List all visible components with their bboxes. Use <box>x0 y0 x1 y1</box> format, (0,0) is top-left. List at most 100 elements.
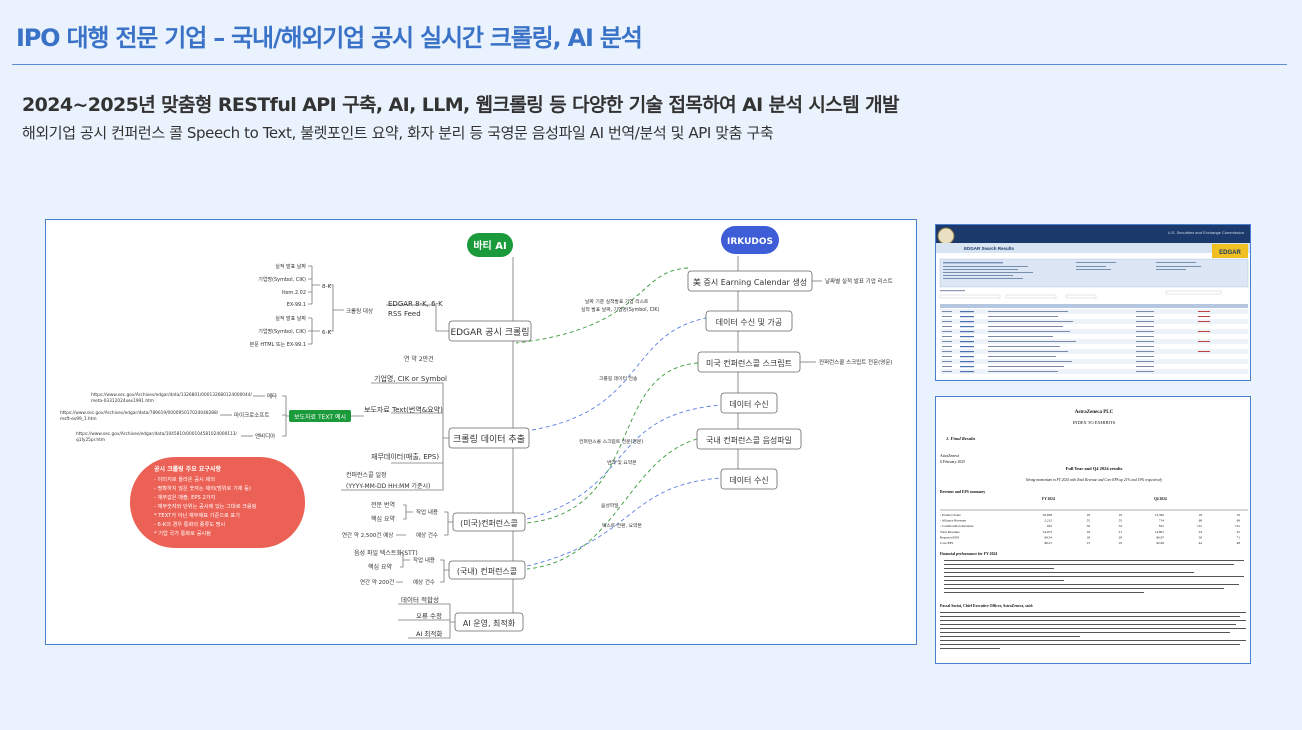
report-row-cell: 50,938 <box>1043 513 1053 518</box>
report-row-cell: 18 <box>1199 513 1203 517</box>
tag-6k: 6-K <box>322 330 331 336</box>
req-1: - 이미지로 올라온 공시 제외 <box>154 475 215 483</box>
report-row-cell: 923 <box>1047 524 1052 528</box>
req-3: - 재무값은 매출, EPS 2가지 <box>154 493 216 501</box>
root-right-label: IRKUDOS <box>727 237 773 247</box>
report-row-cell: 18 <box>1087 535 1091 539</box>
report-results-title: Full Year and Q4 2024 results <box>1066 466 1123 471</box>
report-ceo-title: Pascal Soriot, Chief Executive Officer, … <box>940 604 1033 608</box>
group2-bracket <box>308 317 320 345</box>
edgar-search-screenshot: U.S. Securities and Exchange Commission … <box>935 224 1251 381</box>
ai-item-0: 데이터 적합성 <box>401 595 439 604</box>
req-2: - 명확하지 않은 숫자는 제외(범위로 기재 등) <box>154 484 251 492</box>
report-row-label: Total Revenue <box>940 530 960 534</box>
report-row-cell: 14,891 <box>1155 530 1165 535</box>
ai-item-1: 오류 수정 <box>416 611 442 620</box>
root-left-label: 바티 AI <box>473 239 506 252</box>
report-row-cell: 54,073 <box>1043 530 1053 535</box>
report-results-sub: Strong momentum in FY 2024 with Total Re… <box>1026 478 1163 482</box>
report-row-cell: 19 <box>1119 541 1123 545</box>
report-row-cell: 56 <box>1087 524 1091 528</box>
us-conf-bracket <box>444 511 453 536</box>
r2-node <box>705 310 793 332</box>
crawl-target-label: 크롤링 대상 <box>346 307 373 315</box>
edgar-feed-link <box>386 304 449 332</box>
flow-f2-label: 크롤링 데이터 전송 <box>599 375 638 382</box>
r6-label: 데이터 수신 <box>729 475 768 485</box>
req-6: - 6-K의 경우 통화의 종류도 명시 <box>154 521 225 528</box>
crawl-data-label: 크롤링 데이터 추출 <box>453 433 525 445</box>
report-row-cell: 21 <box>1119 530 1123 534</box>
crawl-item-1: 보도자료 Text(번역&요약) <box>364 405 443 414</box>
report-row-cell: $4.54 <box>1044 535 1052 539</box>
report-row-cell: 56 <box>1199 535 1203 539</box>
mindmap-diagram: 바티 AI IRKUDOS EDGAR 공시 크롤링 EDGAR 8-K, 6-… <box>45 219 917 645</box>
us-work-bracket <box>396 504 413 536</box>
report-col-q4: Q4 2024 <box>1154 497 1167 501</box>
kr-conf-label: (국내) 컨퍼런스콜 <box>457 566 517 576</box>
req-7: * 기업 국가 통화로 공시됨 <box>154 529 211 537</box>
report-row-cell: 13 <box>1087 541 1091 545</box>
kr-item-0: 음성 파일 텍스트화(STT) <box>354 549 418 557</box>
report-row-cell: 54 <box>1119 524 1123 528</box>
report-row-label: Core EPS <box>940 541 953 545</box>
report-row-cell: 68 <box>1199 519 1203 523</box>
ai-item-2: AI 최적화 <box>416 629 442 638</box>
report-row-cell: $8.21 <box>1044 541 1052 545</box>
mindmap-svg: 바티 AI IRKUDOS EDGAR 공시 크롤링 EDGAR 8-K, 6-… <box>60 226 893 639</box>
example-url-1b: msft-ex99_1.htm <box>60 416 97 422</box>
flow-f5 <box>526 438 698 570</box>
requirements-bubble <box>130 457 305 548</box>
us-work-label: 작업 내용 <box>416 508 438 516</box>
edgar-feed-line1: EDGAR 8-K, 6-K <box>388 300 443 308</box>
report-row-cell: 55 <box>1119 519 1123 523</box>
req-5: * TEXT가 아닌 재무제표 기준으로 표기 <box>154 511 240 519</box>
edgar-feed-line2: RSS Feed <box>388 310 421 318</box>
kr-work-label: 작업 내용 <box>413 556 435 564</box>
example-name-0: 메타 <box>267 392 277 400</box>
example-url-1a: https://www.sec.gov/Archives/edgar/data/… <box>60 410 219 416</box>
us-expect-label: 예상 건수 <box>416 531 438 539</box>
r3-label: 미국 컨퍼런스콜 스크립트 <box>706 358 792 368</box>
us-volume: 연간 약 2,500건 예상 <box>342 531 393 539</box>
report-row-cell: 55 <box>1087 519 1091 523</box>
flow-f1b-label: 실적 발표 날짜, 기업명(Symbol, CIK) <box>581 306 660 313</box>
us-conf-label: (미국)컨퍼런스콜 <box>460 518 518 528</box>
group1-item-2: Item 2.02 <box>282 290 306 296</box>
report-row-cell: 815 <box>1159 524 1164 528</box>
report-row-cell: >2x <box>1197 524 1203 528</box>
group2-item-1: 기업명(Symbol, CIK) <box>258 328 306 335</box>
flow-f1a-label: 날짜 기준 실적발표 기업 리스트 <box>585 298 649 305</box>
group1-item-3: EX-99.1 <box>287 302 306 308</box>
kr-conf-bracket <box>440 559 449 583</box>
req-4: - 재무숫자와 단위는 공시에 있는 그대로 크롤링 <box>154 502 257 510</box>
kr-expect-label: 예상 건수 <box>413 578 435 586</box>
r4-node <box>720 392 778 414</box>
press-text-bracket <box>282 395 364 437</box>
group1-item-1: 기업명(Symbol, CIK) <box>258 276 306 283</box>
r1-label: 美 증시 Earning Calendar 생성 <box>693 277 807 287</box>
group1-bracket <box>308 265 320 305</box>
group2-item-0: 실적 발표 날짜 <box>275 315 306 322</box>
edgar-result-rows <box>940 309 1248 374</box>
edgar-header-bar <box>936 225 1250 243</box>
headline: 2024~2025년 맞춤형 RESTful API 구축, AI, LLM, … <box>22 94 899 116</box>
crawl-item-3: 컨퍼런스콜 일정 <box>346 471 387 479</box>
press-text-badge <box>289 410 351 422</box>
report-row-cell: 18 <box>1087 530 1091 534</box>
r6-node <box>720 468 778 490</box>
report-row-cell: 48 <box>1237 541 1241 545</box>
kr-item-1: 핵심 요약 <box>368 563 392 571</box>
page-title: IPO 대행 전문 기업 – 국내/해외기업 공시 실시간 크롤링, AI 분석 <box>16 24 643 52</box>
req-0: 공시 크롤링 주요 요구사항 <box>154 465 221 473</box>
flow-f3-label: 컨퍼런스콜 스크립트 전문(영문) <box>579 438 643 445</box>
example-url-2a: https://www.sec.gov/Archives/edgar/data/… <box>76 431 238 437</box>
ai-ops-label: AI 운영, 최적화 <box>463 618 516 628</box>
report-svg: AstraZeneca PLC INDEX TO EXHIBITS 1. Fin… <box>940 410 1248 649</box>
edgar-title-bar <box>936 243 1250 253</box>
report-company: AstraZeneca PLC <box>1075 410 1114 415</box>
example-url-2b: q1fy25pr.htm <box>76 437 105 443</box>
r4-label: 데이터 수신 <box>729 399 768 409</box>
edgar-logo <box>1212 244 1248 258</box>
